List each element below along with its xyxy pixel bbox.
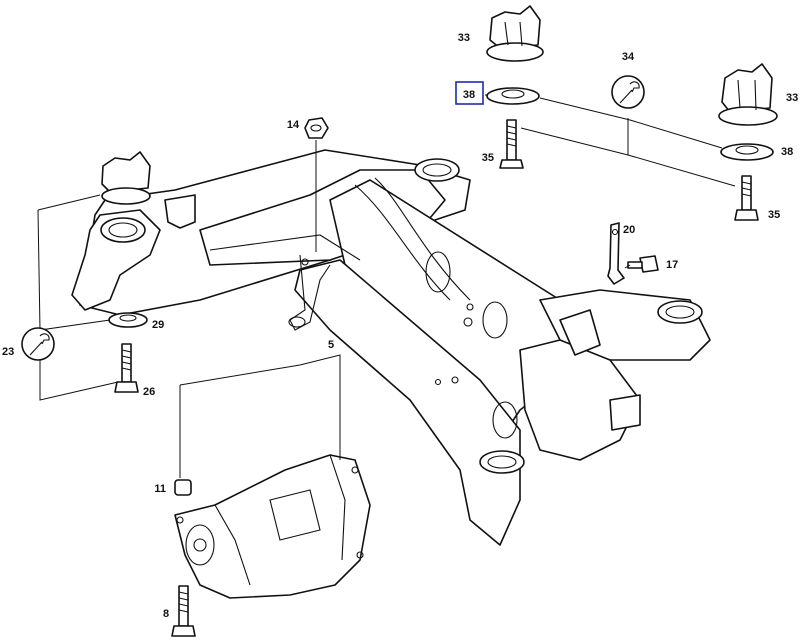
nut-14 (304, 117, 329, 139)
rubber-mount-left (101, 151, 151, 205)
callout-8: 8 (163, 608, 169, 620)
callout-26: 26 (143, 386, 155, 398)
bolt-26 (114, 343, 139, 393)
bolt-35-left (499, 119, 524, 169)
washer-38-right (720, 143, 774, 161)
bolt-8 (171, 585, 196, 637)
bolt-35-right (734, 175, 759, 221)
leader-lines (37, 94, 736, 478)
bushing-11 (174, 479, 192, 496)
callout-38: 38 (781, 146, 793, 158)
callout-5: 5 (328, 339, 334, 351)
callout-20: 20 (623, 224, 635, 236)
bolt-17 (627, 255, 659, 273)
callout-33: 33 (458, 32, 470, 44)
washer-29 (108, 312, 148, 328)
hanger-5 (288, 254, 331, 331)
callout-38[interactable]: 38 (463, 89, 475, 101)
wrench-icon (21, 327, 55, 361)
callout-11: 11 (154, 483, 166, 495)
callout-29: 29 (152, 319, 164, 331)
callout-35: 35 (768, 209, 780, 221)
highlight-box (455, 81, 484, 105)
callout-34: 34 (622, 51, 635, 63)
rear-subframe (71, 149, 711, 546)
wrench-icon (611, 75, 645, 109)
callout-33: 33 (786, 92, 798, 104)
rubber-mount-33-right (718, 63, 778, 126)
callout-23: 23 (2, 346, 14, 358)
washer-38-left (486, 87, 540, 105)
callout-14: 14 (287, 119, 300, 131)
callout-35: 35 (482, 152, 494, 164)
rubber-mount-33-top (486, 5, 544, 62)
callout-17: 17 (666, 259, 678, 271)
strap-20 (607, 222, 625, 285)
differential-housing (174, 454, 371, 599)
